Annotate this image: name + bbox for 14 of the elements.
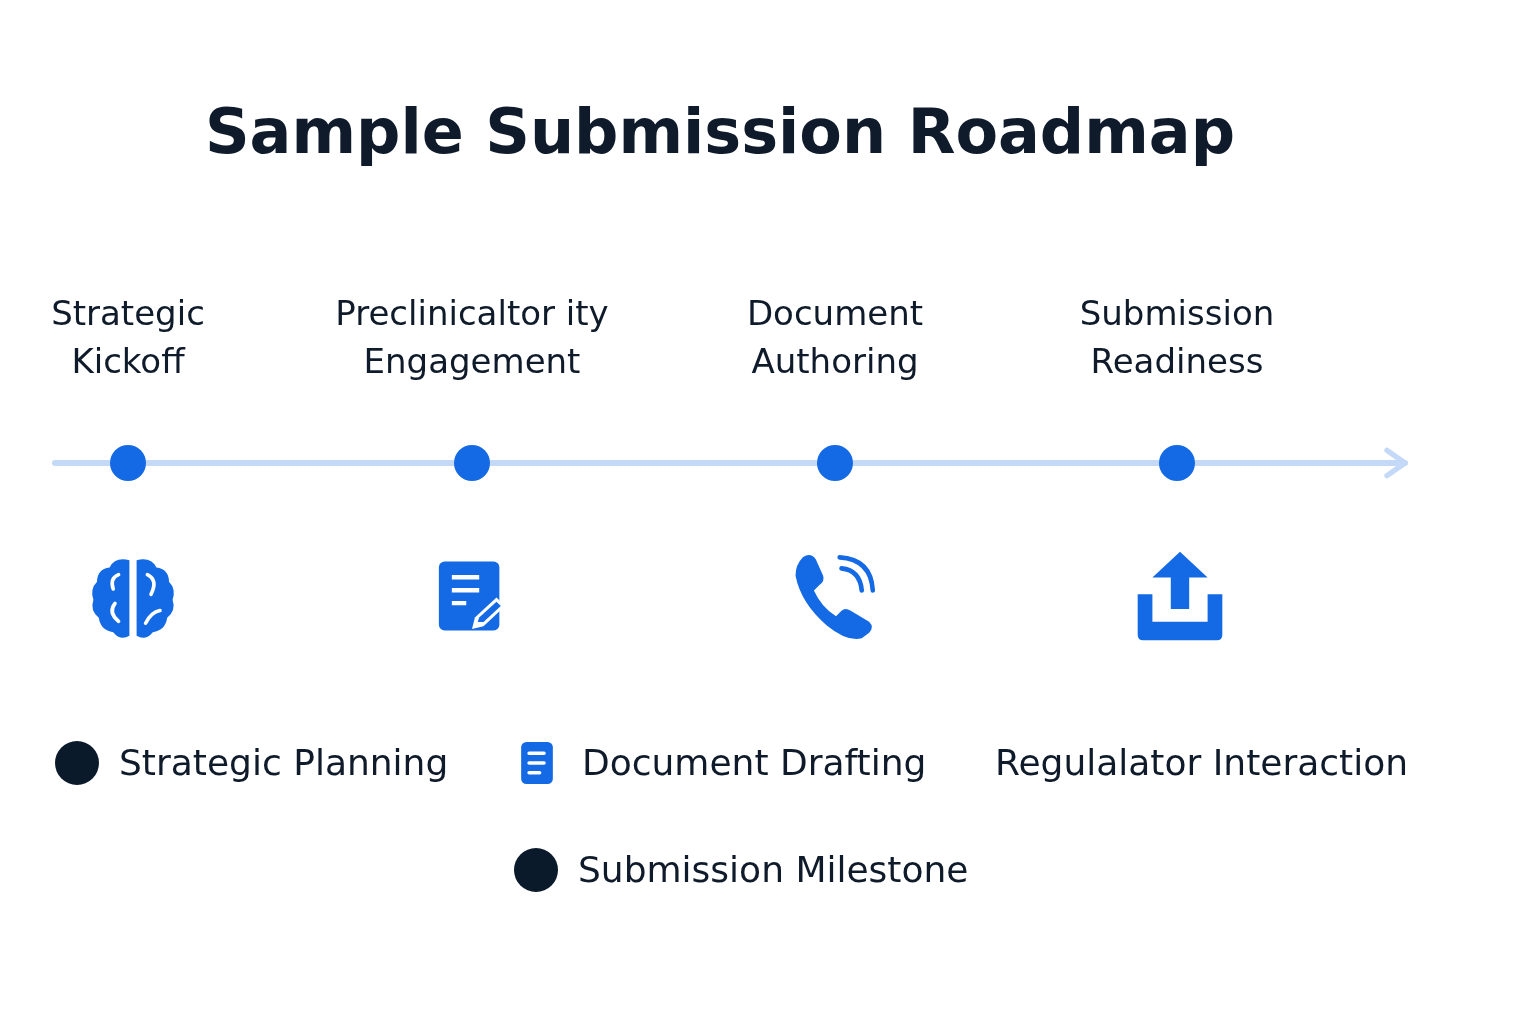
milestone-label: Preclinicaltor ity Engagement [334, 292, 610, 383]
title: Sample Submission Roadmap [203, 95, 1237, 168]
timeline-line [52, 460, 113, 466]
legend-label: Document Drafting [582, 741, 927, 785]
timeline-line [850, 460, 1162, 466]
timeline-line [487, 460, 820, 466]
legend-label: Submission Milestone [578, 848, 969, 892]
milestone-label: Strategic Kickoff [50, 292, 206, 383]
legend-label: Regulalator Interaction [995, 741, 1409, 785]
timeline-arrow [1192, 447, 1408, 479]
milestone-label: Document Authoring [745, 292, 925, 383]
milestone-label: Submission Readiness [1078, 292, 1276, 383]
timeline-line [143, 460, 457, 466]
legend-label: Strategic Planning [119, 741, 449, 785]
